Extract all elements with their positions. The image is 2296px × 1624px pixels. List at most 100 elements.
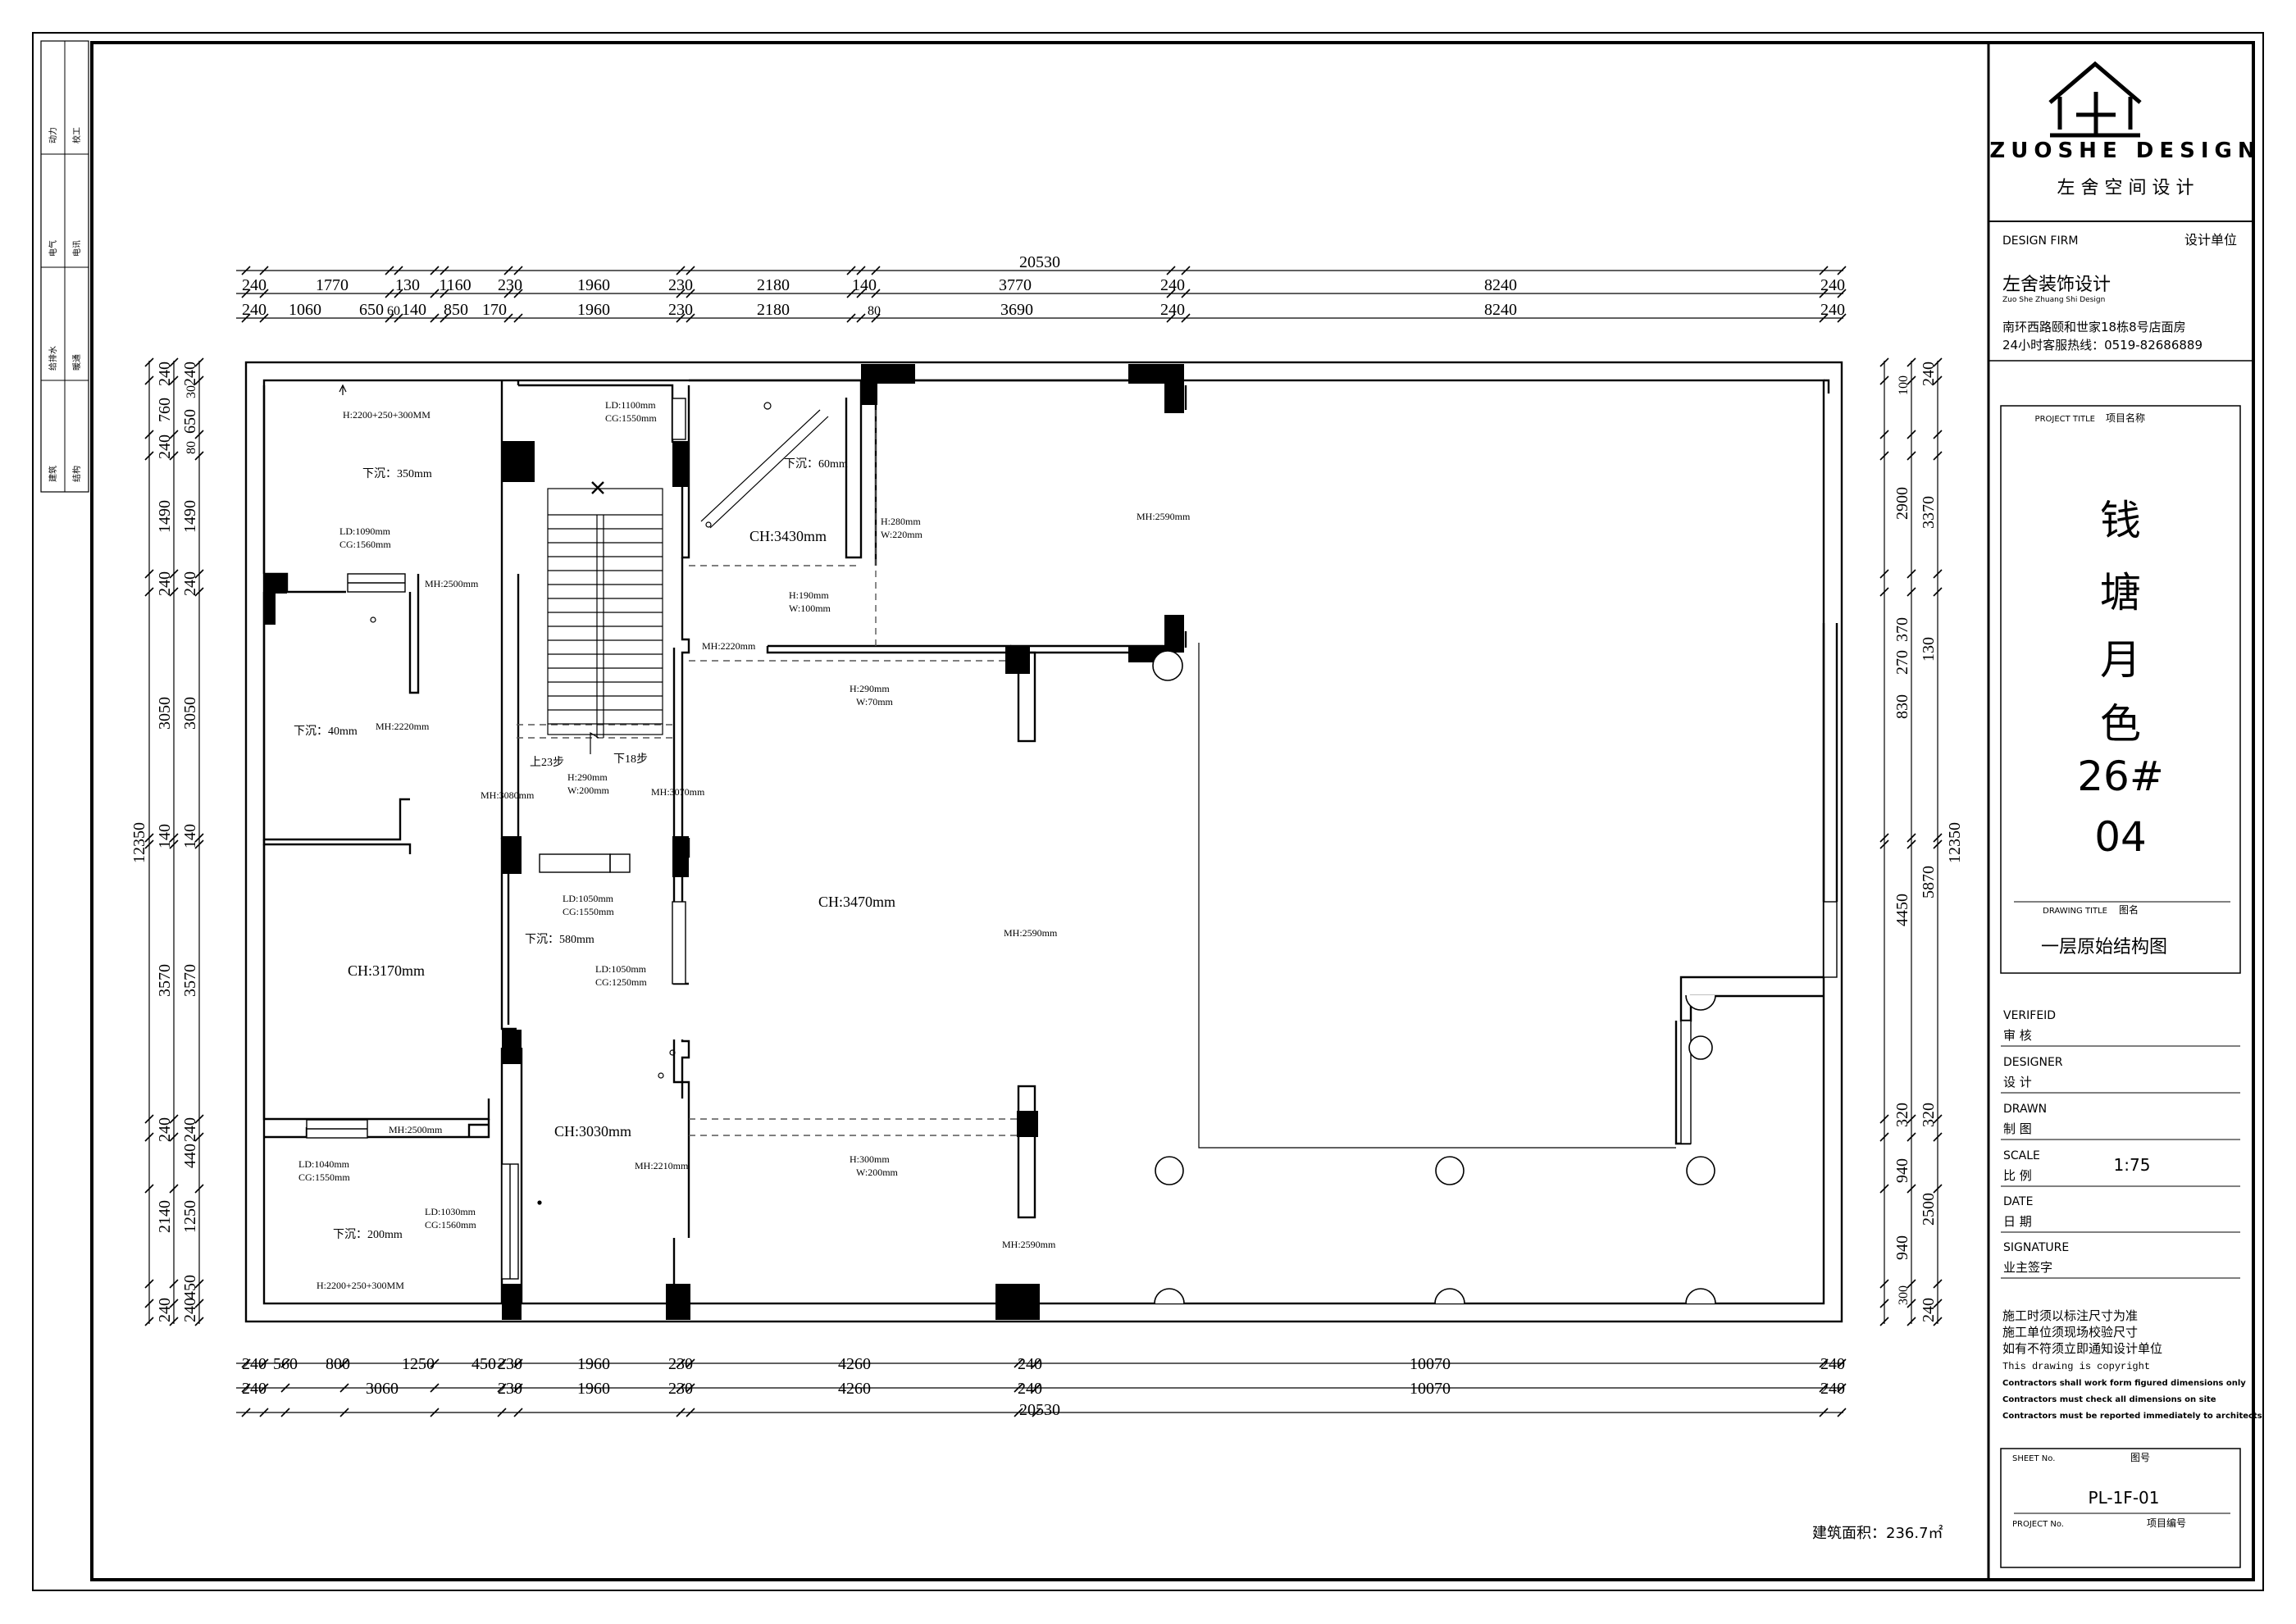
dim-tick (169, 451, 179, 461)
dim-tick (430, 289, 440, 298)
dim-tick (1933, 1184, 1943, 1194)
drawing-title-en: DRAWING TITLE (2043, 907, 2107, 916)
dim-tick (1879, 451, 1889, 461)
dim-tick (241, 313, 251, 323)
label: 下沉：40mm (294, 725, 358, 738)
dim-tick (169, 1132, 179, 1142)
dim-tick (676, 266, 686, 275)
label: CG:1560mm (339, 539, 391, 550)
outer-wall-inner (262, 379, 1825, 1305)
dim: 240 (156, 434, 174, 459)
dim-tick (194, 569, 204, 579)
label: LD:1090mm (339, 525, 391, 537)
dim-tick (1906, 839, 1916, 849)
dim-tick (1879, 1317, 1889, 1326)
pipe-run (339, 384, 829, 1205)
dim-tick (1906, 375, 1916, 385)
dim: 240 (156, 571, 174, 596)
dim-tick (846, 266, 856, 275)
project-title-en: PROJECT TITLE (2035, 415, 2095, 424)
dim: 940 (1893, 1158, 1911, 1183)
walls (244, 361, 1843, 1323)
dim-tick (144, 451, 154, 461)
dim: 450 (181, 1275, 199, 1299)
dim: 140 (156, 824, 174, 848)
dim: 1250 (181, 1200, 199, 1233)
dim: 4260 (838, 1355, 871, 1373)
round-columns (1152, 650, 1716, 1304)
dim: 230 (498, 1380, 522, 1398)
dim-tick (394, 313, 403, 323)
dim: 240 (242, 276, 266, 294)
dim-tick (1906, 569, 1916, 579)
project-no-en: PROJECT No. (2012, 1520, 2064, 1529)
dim-tick (1879, 1132, 1889, 1142)
dim-tick (144, 1132, 154, 1142)
label: 下18步 (613, 753, 648, 766)
dim: 130 (1920, 637, 1938, 662)
dim-tick (686, 1358, 695, 1368)
dim-tick (676, 1408, 686, 1417)
project-name-line: 钱 (2100, 497, 2141, 544)
dim-tick (144, 1114, 154, 1124)
dim: 240 (242, 1380, 266, 1398)
dim-tick (169, 839, 179, 849)
dim-tick (169, 833, 179, 843)
dim: 240 (1160, 301, 1185, 319)
dim: 240 (1920, 1298, 1938, 1322)
dim: 370 (1893, 617, 1911, 642)
side-cell: 电讯 (71, 240, 82, 257)
dim: 5870 (1920, 866, 1938, 898)
dim-tick (169, 587, 179, 597)
dim-tick (1819, 313, 1829, 323)
dim-tick (503, 289, 513, 298)
project-name-line: 塘 (2100, 569, 2141, 616)
note: 施工单位须现场校验尺寸 (2002, 1325, 2138, 1340)
label: 下沉：580mm (525, 933, 594, 946)
dim-tick (1879, 833, 1889, 843)
dim-tick (194, 451, 204, 461)
dim-tick (1933, 430, 1943, 439)
date-en: DATE (2003, 1195, 2033, 1208)
label: W:100mm (789, 603, 831, 614)
dim: 2140 (156, 1200, 174, 1233)
close-x-mark (591, 481, 604, 494)
note: This drawing is copyright (2002, 1361, 2150, 1372)
dim: 800 (326, 1355, 350, 1373)
label: MH:2210mm (635, 1160, 689, 1171)
dim: 240 (242, 301, 266, 319)
dim: 240 (1160, 276, 1185, 294)
dim: 8240 (1484, 301, 1517, 319)
label: H:190mm (789, 589, 829, 601)
dim-tick (1837, 1383, 1847, 1393)
dim-tick (259, 313, 269, 323)
label: W:220mm (881, 529, 923, 540)
label: H:290mm (850, 683, 890, 694)
dim: 10070 (1410, 1380, 1451, 1398)
dim: 10070 (1410, 1355, 1451, 1373)
dim-tick (1819, 289, 1829, 298)
dim-tick (1181, 289, 1191, 298)
dim-tick (497, 1408, 507, 1417)
label: MH:2590mm (1137, 511, 1191, 522)
dim-tick (259, 1358, 269, 1368)
dim: 3690 (1000, 301, 1033, 319)
dim-tick (1879, 357, 1889, 367)
dim: 240 (1820, 276, 1845, 294)
dim-tick (1879, 1299, 1889, 1308)
dim: 240 (181, 362, 199, 386)
dim-tick (144, 839, 154, 849)
dim-tick (169, 1279, 179, 1289)
dim-tick (144, 1317, 154, 1326)
dim: 1960 (577, 301, 610, 319)
label: W:70mm (856, 696, 894, 707)
dim: 1160 (439, 276, 471, 294)
dim: 140 (852, 276, 877, 294)
dim: 1060 (289, 301, 321, 319)
drawing-title-cn: 图名 (2119, 903, 2139, 916)
dim-tick (169, 430, 179, 439)
dim-tick (194, 839, 204, 849)
note: Contractors shall work form figured dime… (2002, 1379, 2246, 1388)
scale-en: SCALE (2003, 1149, 2040, 1162)
side-strip: 动力 校工 电气 电讯 给排水 暖通 建筑 结构 (40, 40, 89, 493)
